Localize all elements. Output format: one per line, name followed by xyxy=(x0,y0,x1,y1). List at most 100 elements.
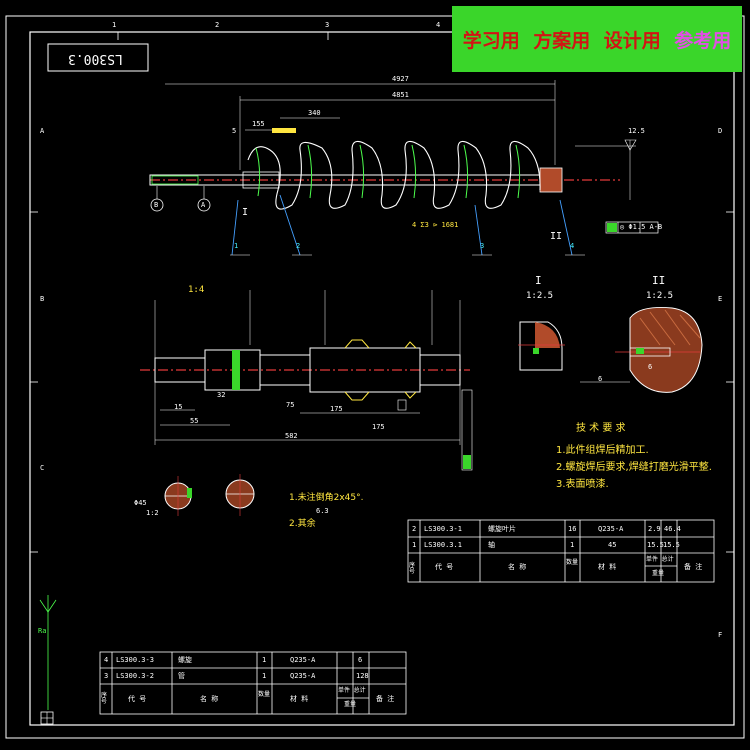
detail-view-I xyxy=(518,321,565,371)
note-roughness: 6.3 xyxy=(316,507,329,515)
zone-side-D: D xyxy=(718,127,723,135)
bom-right-h-unit: 单件 总计 xyxy=(646,556,674,563)
shaft-length: 582 xyxy=(285,432,298,440)
bom-left-table xyxy=(99,651,407,715)
bom-left-h-qty: 数量 xyxy=(258,691,271,698)
bom-right-h-note: 备 注 xyxy=(684,563,703,571)
bom-left-qty: 1 xyxy=(262,656,267,664)
bom-left-material: Q235-A xyxy=(290,656,316,664)
bom-left-h-note: 备 注 xyxy=(376,695,395,703)
part-label-2: 2 xyxy=(296,242,301,250)
drawing-number-box xyxy=(47,43,149,72)
zone-top-4: 4 xyxy=(436,21,441,29)
bom-right-w1: 2.9 xyxy=(648,525,661,533)
zone-side-C: C xyxy=(40,464,45,472)
bom-left-h-name: 名 称 xyxy=(200,695,219,703)
bom-right-w2: 46.4 xyxy=(664,525,681,533)
bom-right-w1: 15.5 xyxy=(647,541,664,549)
bom-left-h-weight: 重量 xyxy=(344,701,357,708)
shaft-scale: 1:4 xyxy=(188,285,205,295)
tech-req-item-3: 3.表面喷漆. xyxy=(556,479,609,490)
bom-left-qty: 1 xyxy=(262,672,267,680)
note-chamfer: 1.未注倒角2x45°. xyxy=(289,493,364,503)
zone-top-3: 3 xyxy=(325,21,330,29)
bom-right-code: LS300.3.1 xyxy=(424,541,462,549)
zone-top-2: 2 xyxy=(215,21,220,29)
banner-item: 参考用 xyxy=(674,29,732,52)
view-mark-II: II xyxy=(550,231,563,242)
zone-side-B: B xyxy=(40,295,45,303)
bom-right-material: 45 xyxy=(608,541,617,549)
usage-banner: 学习用 方案用 设计用 参考用 xyxy=(452,6,742,72)
bom-right-table xyxy=(407,519,715,583)
bom-right-name: 螺旋叶片 xyxy=(488,525,516,533)
bom-left-no: 3 xyxy=(104,672,109,680)
section-views xyxy=(164,474,255,516)
weld-note: 4 Σ3 ⊳ 1681 xyxy=(412,221,459,229)
dim-left-2: 5 xyxy=(232,127,237,135)
zone-side-F: F xyxy=(718,631,723,639)
bom-right-qty: 1 xyxy=(570,541,575,549)
bom-right-h-weight: 重量 xyxy=(652,570,665,577)
part-label-3: 3 xyxy=(480,242,485,250)
side-roughness xyxy=(39,595,57,710)
dim-pitch: 340 xyxy=(308,109,321,117)
detail-II-dim-1: 6 xyxy=(598,375,603,383)
bom-right-qty: 16 xyxy=(568,525,577,533)
shaft-view xyxy=(140,290,473,471)
shaft-dim-3: 55 xyxy=(190,417,199,425)
datum-B: B xyxy=(154,201,159,209)
shaft-dim-4: 15 xyxy=(174,403,183,411)
bom-right-h-qty: 数量 xyxy=(566,559,579,566)
bom-left-name: 螺旋 xyxy=(178,656,192,664)
banner-item: 设计用 xyxy=(603,29,661,52)
bom-right-no: 1 xyxy=(412,541,417,549)
detail-II-dim-2: 6 xyxy=(648,363,653,371)
zone-side-A: A xyxy=(40,127,45,135)
tech-req-item-1: 1.此件组焊后精加工. xyxy=(556,445,649,456)
part-label-4: 4 xyxy=(570,242,575,250)
dim-right: 12.5 xyxy=(628,127,645,135)
bom-left-name: 管 xyxy=(178,672,185,680)
inner-frame xyxy=(29,31,735,726)
shaft-dim-2: 175 xyxy=(372,423,385,431)
bom-left-no: 4 xyxy=(104,656,109,664)
detail-view-II xyxy=(580,307,703,393)
detail-I-scale: 1:2.5 xyxy=(526,291,554,301)
drawing-number: LS300.3 xyxy=(68,51,123,66)
tech-req-title: 技 术 要 求 xyxy=(576,423,626,434)
zone-top-1: 1 xyxy=(112,21,117,29)
bom-right-material: Q235-A xyxy=(598,525,624,533)
datum-A: A xyxy=(201,201,206,209)
bom-right-no: 2 xyxy=(412,525,417,533)
dim-left-1: 155 xyxy=(252,120,265,128)
detail-II-label: II xyxy=(652,274,666,287)
section-ratio: 1:2 xyxy=(146,509,159,517)
bom-right-code: LS300.3-1 xyxy=(424,525,462,533)
tech-req-item-2: 2.螺旋焊后要求,焊缝打磨光滑平整. xyxy=(556,462,712,473)
bom-right-w2: 15.5 xyxy=(663,541,680,549)
note-rest: 2.其余 xyxy=(289,519,316,529)
bom-right-h-material: 材 料 xyxy=(598,563,617,571)
section-label-left: Φ45 xyxy=(134,499,147,507)
bom-right-h-name: 名 称 xyxy=(508,563,527,571)
helix-flight xyxy=(247,140,541,210)
main-screw-view xyxy=(149,80,659,256)
view-mark-I: I xyxy=(242,207,249,218)
part-label-1: 1 xyxy=(234,242,239,250)
banner-item: 学习用 xyxy=(462,29,520,52)
bom-left-h-no: 序号 xyxy=(101,692,108,705)
detail-I-label: I xyxy=(535,274,542,287)
tolerance-frame: ◎ Φ1.5 A-B xyxy=(620,223,663,231)
shaft-dim-6: 75 xyxy=(286,401,295,409)
outer-frame xyxy=(5,15,745,739)
bom-left-weight: 128 xyxy=(356,672,369,680)
side-roughness-label: Ra xyxy=(38,627,47,635)
bom-left-material: Q235-A xyxy=(290,672,316,680)
bom-right-name: 轴 xyxy=(488,541,495,549)
bom-left-weight: 6 xyxy=(358,656,363,664)
bom-right-h-no: 序号 xyxy=(409,562,416,575)
zone-side-E: E xyxy=(718,295,723,303)
detail-II-scale: 1:2.5 xyxy=(646,291,674,301)
